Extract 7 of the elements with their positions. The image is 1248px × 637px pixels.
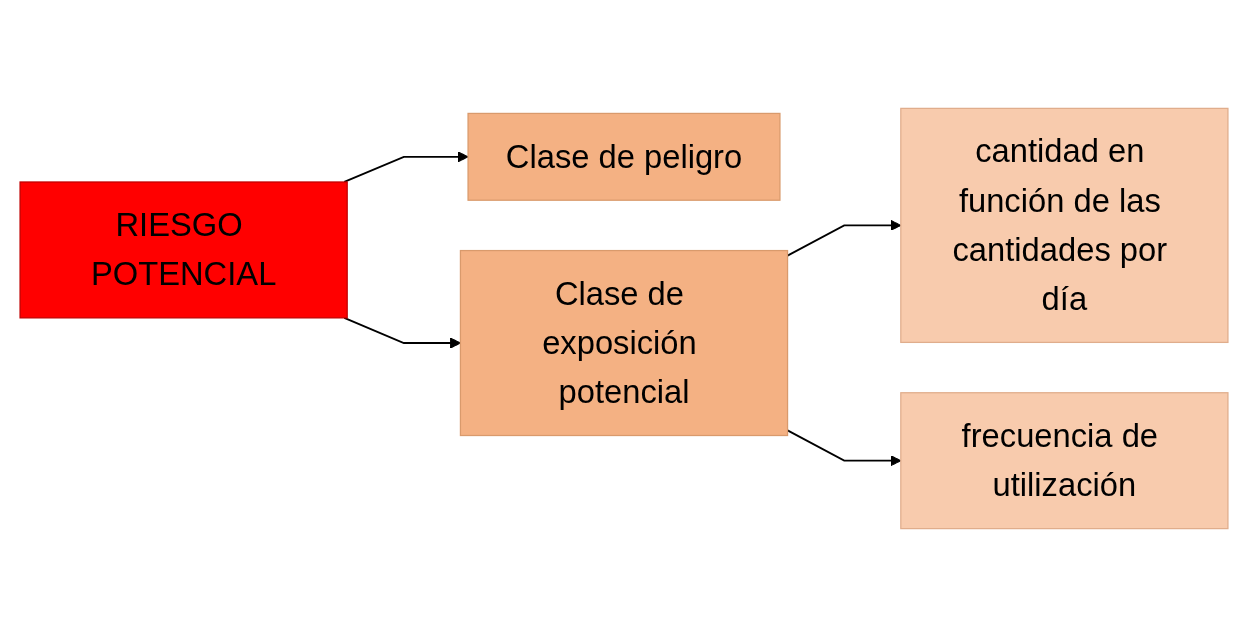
arrow [343,316,461,349]
node-box: RIESGO POTENCIAL [19,181,348,319]
node-box: Clase de peligro [467,112,781,201]
node-box: frecuencia de utilización [900,392,1229,530]
node-box: cantidad en función de las cantidades por día [900,107,1229,344]
node-box: Clase de exposición potencial [459,249,789,437]
arrow [343,151,469,183]
